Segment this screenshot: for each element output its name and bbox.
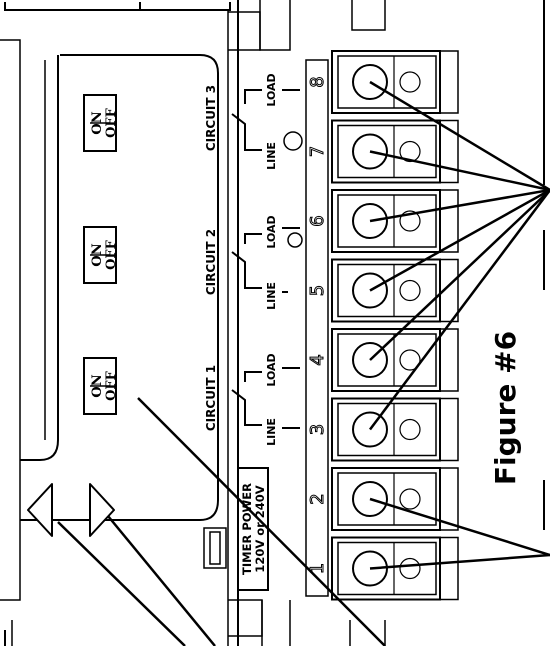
- callout-line-terminal-8: [369, 80, 550, 192]
- terminal-number-strip: [305, 59, 329, 597]
- faceplate-panel: [20, 54, 219, 521]
- arrow-left-button[interactable]: [27, 483, 53, 537]
- terminal-hole-3: [399, 418, 421, 441]
- callout-line-terminal-2: [369, 497, 550, 557]
- onoff-button-2-off: OFF: [104, 239, 119, 270]
- terminal-number-3: 3: [307, 424, 328, 435]
- terminal-block-7[interactable]: [331, 119, 459, 184]
- circuit-3-load: LOAD: [265, 73, 278, 106]
- terminal-number-8: 8: [307, 76, 328, 87]
- terminal-number-6: 6: [307, 215, 328, 226]
- callout-line-onoff-1: [137, 397, 386, 646]
- timer-power-box: TIMER POWER 120V or 240V: [237, 467, 269, 591]
- onoff-button-3[interactable]: [83, 94, 117, 152]
- timer-power-line2: 120V or 240V: [253, 485, 267, 572]
- terminal-block-8[interactable]: [331, 50, 459, 114]
- callout-line-arrow-right: [107, 515, 216, 646]
- terminal-number-4: 4: [307, 354, 328, 365]
- relay-switch-symbols: [231, 89, 300, 429]
- callout-line-terminal-5: [369, 188, 550, 292]
- callout-line-terminal-6: [369, 188, 550, 223]
- terminal-block-6[interactable]: [331, 189, 459, 253]
- circuit-2-load: LOAD: [265, 215, 278, 248]
- circuit-1-label: CIRCUIT 1: [204, 365, 218, 431]
- onoff-button-3-on: ON: [90, 111, 105, 134]
- circuit-2-line: LINE: [265, 282, 278, 310]
- terminal-number-5: 5: [307, 285, 328, 296]
- terminal-hole-4: [399, 349, 421, 371]
- callout-line-terminal-7: [369, 150, 550, 192]
- arrow-right-button[interactable]: [89, 483, 115, 537]
- timer-power-line1: TIMER POWER: [240, 483, 254, 575]
- terminal-blocks: [331, 50, 459, 601]
- onoff-button-1-off: OFF: [104, 370, 119, 401]
- fuse-icon: [203, 527, 227, 569]
- onoff-button-2[interactable]: [83, 226, 117, 284]
- indicator-led-circuit-2: [287, 232, 303, 248]
- figure-label: Figure #6: [489, 331, 522, 485]
- callout-line-terminal-3: [369, 189, 550, 431]
- terminal-block-5[interactable]: [331, 258, 459, 323]
- circuit-labels: CIRCUIT 1 CIRCUIT 2 CIRCUIT 3 LINE LOAD …: [204, 73, 278, 446]
- onoff-button-1-on: ON: [90, 374, 105, 397]
- callout-line-terminal-4: [369, 189, 550, 361]
- terminal-hole-5: [399, 279, 421, 302]
- terminal-block-2[interactable]: [331, 467, 459, 531]
- circuit-1-load: LOAD: [265, 353, 278, 386]
- onoff-button-1[interactable]: [83, 357, 117, 415]
- terminal-hole-1: [399, 557, 421, 580]
- callout-lines: [57, 80, 550, 646]
- onoff-button-3-off: OFF: [104, 107, 119, 138]
- terminal-hole-2: [399, 488, 421, 510]
- circuit-3-label: CIRCUIT 3: [204, 85, 218, 151]
- callout-line-terminal-1: [369, 553, 550, 570]
- callout-line-arrow-left: [57, 521, 186, 646]
- terminal-block-3[interactable]: [331, 397, 459, 462]
- terminal-block-1[interactable]: [331, 536, 459, 601]
- onoff-button-2-on: ON: [90, 243, 105, 266]
- terminal-hole-8: [399, 71, 421, 93]
- terminal-number-2: 2: [307, 493, 328, 504]
- circuit-2-label: CIRCUIT 2: [204, 229, 218, 295]
- terminal-number-7: 7: [307, 146, 328, 157]
- terminal-hole-7: [399, 140, 421, 163]
- indicator-led-circuit-3: [283, 131, 303, 151]
- timer-housing: [0, 0, 386, 646]
- circuit-1-line: LINE: [265, 418, 278, 446]
- circuit-3-line: LINE: [265, 142, 278, 170]
